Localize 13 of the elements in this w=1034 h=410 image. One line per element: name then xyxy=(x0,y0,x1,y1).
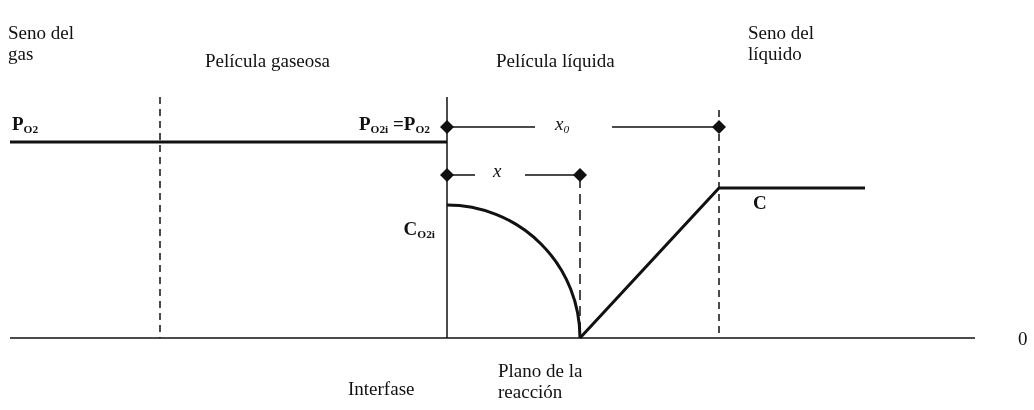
dimension-label: x xyxy=(493,160,502,182)
region-label: Película gaseosa xyxy=(205,50,331,72)
reaction-plane-label: Plano de la reacción xyxy=(498,360,584,403)
concentration-label: C xyxy=(753,192,767,214)
region-label: Seno del líquido xyxy=(748,22,815,65)
interface-label: Interfase xyxy=(348,378,415,400)
region-label: Seno del gas xyxy=(8,22,75,65)
pressure-label: P$_{O2i}$ =P$_{O2}$ xyxy=(357,113,430,136)
axis-label: 0 xyxy=(1018,328,1028,350)
dimension-label: x$_{0}$ xyxy=(555,113,570,136)
region-label: Película líquida xyxy=(496,50,615,72)
concentration-label: C$_{O2i}$ xyxy=(402,218,435,241)
pressure-label: P$_{O2}$ xyxy=(12,113,39,136)
